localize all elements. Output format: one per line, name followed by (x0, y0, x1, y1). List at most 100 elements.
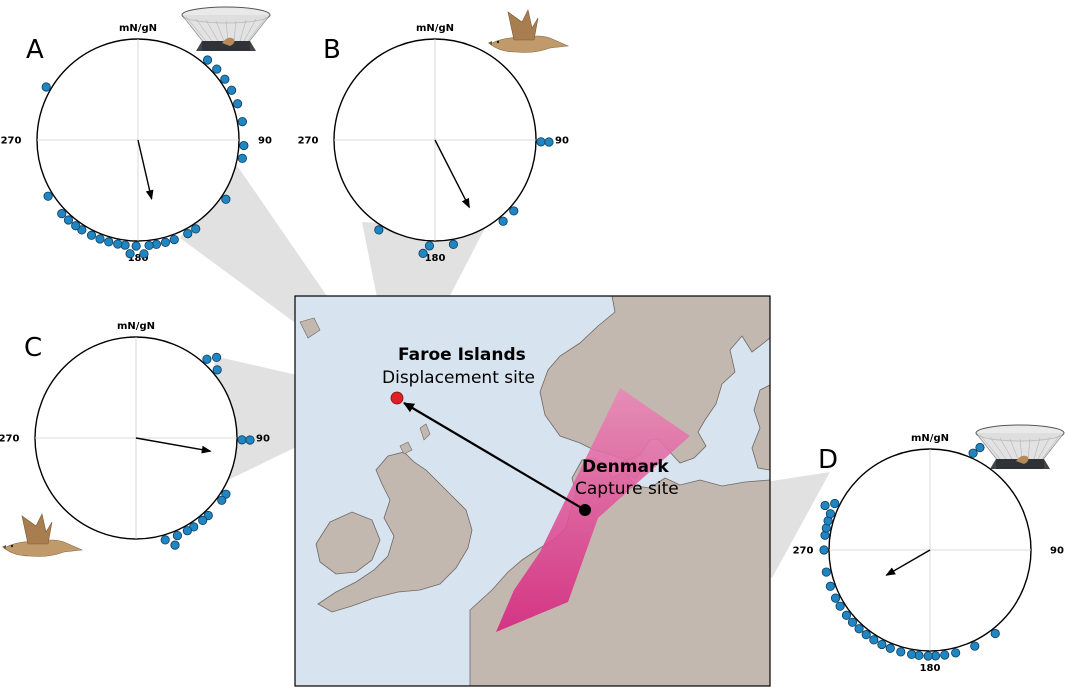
bearing-dot (847, 617, 858, 627)
bearing-dot (821, 567, 831, 577)
bearing-dot (825, 509, 835, 519)
bearing-dot (448, 239, 459, 249)
bearing-dot (544, 137, 554, 147)
panel-label: A (26, 35, 44, 65)
bearing-dot (139, 249, 149, 259)
map-frame (294, 295, 771, 687)
bearing-dot (509, 206, 519, 216)
axis-label-west: 270 (793, 546, 814, 557)
land-orkney (399, 441, 413, 455)
land-baltic-east (751, 384, 770, 471)
capture-site-name: Denmark (582, 457, 669, 477)
bearing-dot (940, 650, 950, 660)
axis-label-west: 270 (1, 136, 22, 147)
axis-label-north: mN/gN (117, 321, 155, 332)
bearing-dot (220, 74, 230, 84)
bearing-dot (183, 228, 193, 239)
bearing-dot (975, 442, 985, 453)
bearing-dot (896, 647, 906, 657)
bearing-dot (830, 593, 841, 603)
bearing-dot (854, 624, 864, 634)
axis-label-north: mN/gN (416, 23, 454, 34)
bearing-dot (226, 85, 237, 95)
bearing-dot (217, 495, 227, 505)
mean-vector-arrow (137, 139, 154, 201)
bearing-dot (212, 352, 222, 362)
bearing-dot (498, 216, 508, 226)
axis-label-north: mN/gN (911, 433, 949, 444)
bearing-dot (835, 601, 845, 611)
funnel-cage-icon (975, 424, 1065, 469)
bearing-dot (233, 99, 243, 109)
bearing-dot (861, 630, 871, 640)
axis-label-south: 180 (128, 253, 149, 264)
bearing-dot (202, 354, 212, 364)
bearing-dot (170, 540, 180, 550)
axis-label-east: 90 (256, 434, 270, 445)
bearing-dot (71, 221, 81, 231)
mean-vector-arrow (135, 437, 212, 454)
bird-icon (488, 9, 570, 53)
displacement-site-marker (390, 391, 404, 405)
migration-direction-band (496, 388, 690, 632)
bearing-dot (885, 643, 895, 653)
bearing-dot (820, 500, 830, 511)
bearing-dot (131, 241, 141, 251)
capture-site-role: Capture site (575, 479, 679, 499)
bearing-dot (877, 639, 887, 650)
bearing-dot (245, 435, 255, 445)
axis-label-north: mN/gN (119, 23, 157, 34)
bearing-dot (237, 153, 247, 164)
axis-label-south: 180 (920, 663, 941, 674)
bearing-dot (57, 209, 67, 219)
bearing-dot (970, 641, 980, 651)
land-great-britain (317, 451, 473, 613)
bearing-dot (237, 116, 247, 127)
bearing-dot (144, 240, 154, 251)
axis-label-west: 270 (298, 136, 319, 147)
displacement-arrow (403, 402, 586, 511)
bearing-dot (906, 649, 917, 659)
bearing-dot (968, 448, 978, 458)
bearing-dot (869, 635, 879, 645)
bearing-dot (923, 651, 933, 661)
bearing-dot (237, 435, 247, 445)
axis-label-west: 270 (0, 434, 19, 445)
capture-site-marker (579, 504, 591, 516)
bearing-dot (951, 648, 961, 658)
displacement-site-name: Faroe Islands (398, 345, 526, 365)
bearing-dot (212, 365, 222, 375)
mean-vector-arrow (885, 549, 931, 576)
land-norway-coast-north (299, 317, 321, 339)
bearing-dot (221, 194, 231, 204)
land-shetland (419, 423, 431, 441)
map-panel: Faroe Islands Displacement site Denmark … (294, 295, 771, 687)
bearing-dot (125, 249, 135, 259)
bearing-dot (841, 610, 852, 620)
bearing-dot (95, 234, 105, 244)
bearing-dot (825, 581, 835, 591)
displacement-site-role: Displacement site (382, 368, 535, 388)
panel-label: C (24, 333, 42, 363)
mean-vector-arrow (434, 139, 471, 209)
axis-label-east: 90 (258, 136, 272, 147)
bearing-dot (198, 515, 208, 525)
bearing-dot (536, 137, 546, 147)
circular-plot-a: mN/gN 90 180 270 A (1, 23, 272, 264)
bearing-dot (160, 535, 170, 545)
bearing-dot (418, 248, 428, 258)
bearing-dot (202, 55, 213, 65)
bearing-dot (113, 239, 123, 249)
bearing-dot (990, 628, 1000, 639)
bearing-dot (160, 237, 171, 247)
bearing-dot (43, 191, 53, 201)
bearing-dot (169, 235, 179, 245)
bearing-dot (86, 230, 97, 240)
axis-label-east: 90 (555, 136, 569, 147)
panel-label: D (818, 445, 838, 475)
bird-icon (2, 513, 84, 557)
bearing-dot (191, 224, 201, 234)
bearing-dot (41, 82, 51, 92)
